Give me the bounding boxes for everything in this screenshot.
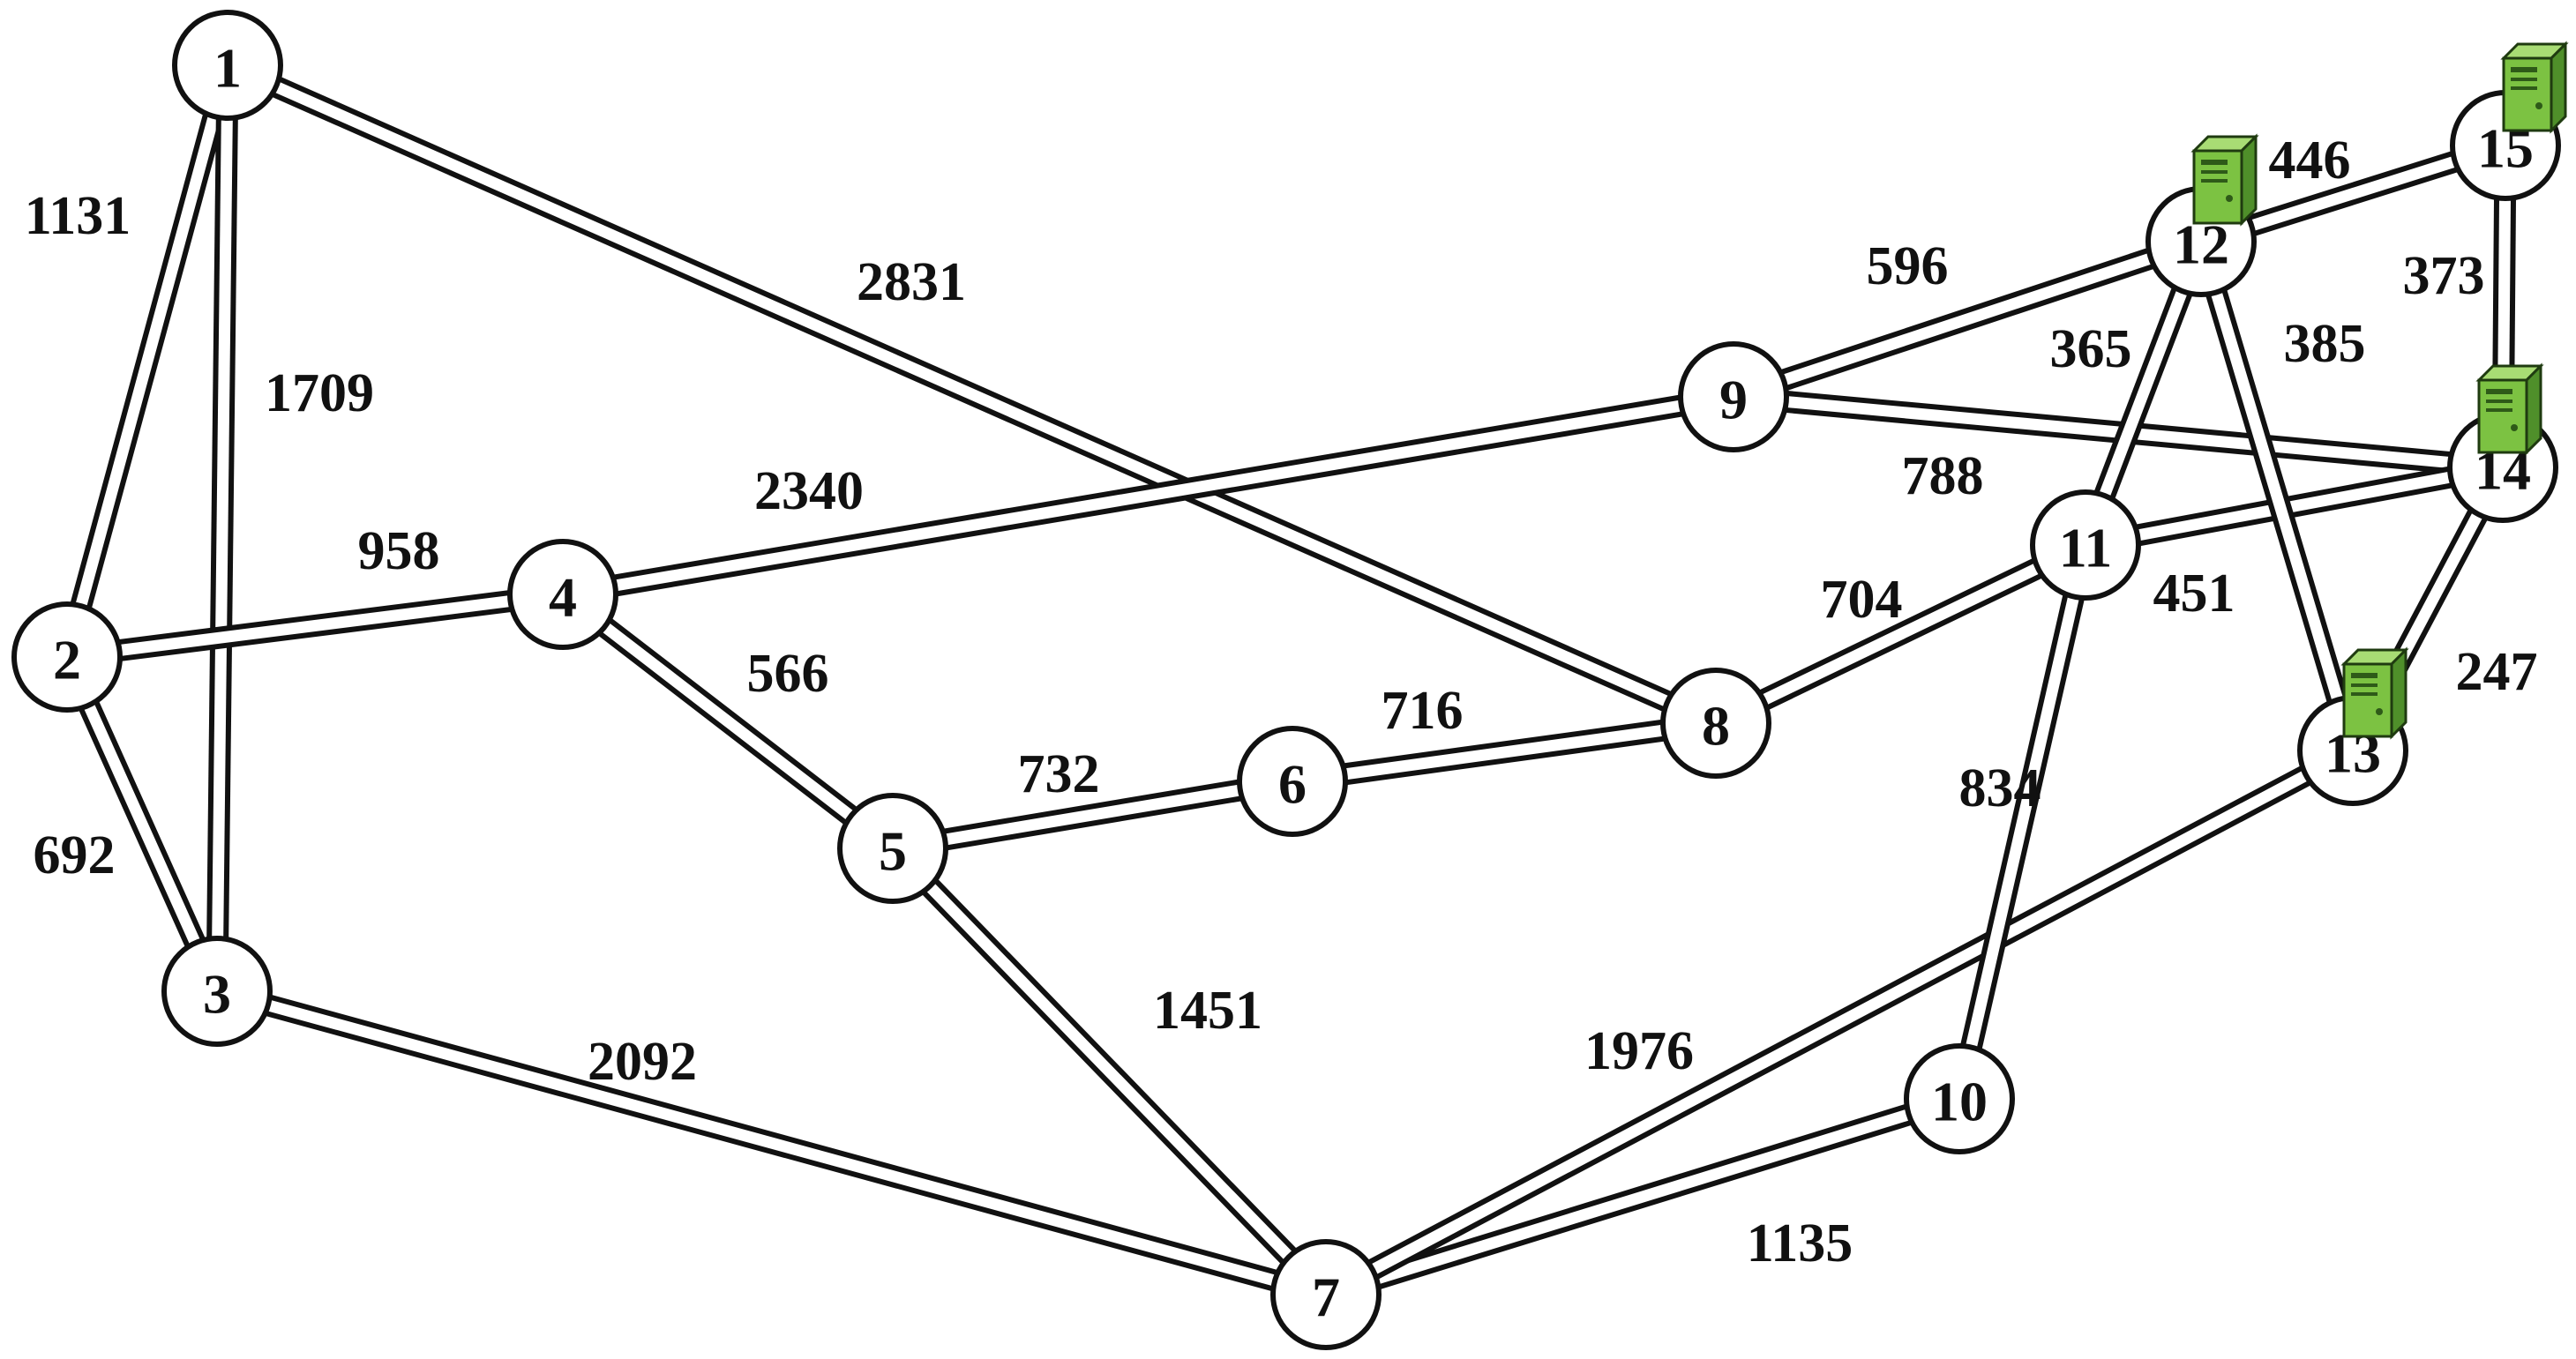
node-label: 11 bbox=[2059, 517, 2112, 579]
link-label-7-13: 1976 bbox=[1584, 1021, 1694, 1081]
node-1: 1 bbox=[172, 10, 283, 121]
node-circle bbox=[161, 936, 273, 1047]
node-circle bbox=[1660, 668, 1771, 779]
link-9-12 bbox=[1730, 231, 2205, 407]
link-12-13 bbox=[2190, 238, 2363, 754]
node-circle bbox=[11, 601, 123, 713]
link-label-9-14: 788 bbox=[1902, 446, 1984, 506]
server-icon bbox=[2475, 362, 2544, 456]
link-7-10 bbox=[1322, 1088, 1963, 1305]
node-8: 8 bbox=[1660, 668, 1771, 779]
link-label-12-13: 385 bbox=[2284, 314, 2366, 374]
node-2: 2 bbox=[11, 601, 123, 713]
link-label-6-8: 716 bbox=[1382, 681, 1464, 741]
link-5-7 bbox=[885, 840, 1334, 1303]
link-8-11 bbox=[1711, 534, 2091, 734]
link-1-2 bbox=[56, 62, 239, 661]
link-label-5-7: 1451 bbox=[1153, 981, 1262, 1041]
link-label-1-2: 1131 bbox=[25, 186, 131, 246]
node-label: 4 bbox=[549, 566, 577, 629]
node-circle bbox=[2030, 489, 2141, 601]
server-icon bbox=[2190, 133, 2259, 227]
node-label: 2 bbox=[53, 629, 81, 691]
link-label-2-3: 692 bbox=[34, 825, 116, 885]
link-label-7-10: 1135 bbox=[1747, 1213, 1853, 1273]
link-label-4-9: 2340 bbox=[754, 461, 864, 521]
link-label-10-11: 834 bbox=[1959, 758, 2041, 818]
node-9: 9 bbox=[1678, 341, 1789, 452]
link-label-11-14: 451 bbox=[2153, 564, 2235, 623]
node-4: 4 bbox=[507, 539, 618, 650]
link-label-12-15: 446 bbox=[2269, 131, 2351, 190]
node-label: 1 bbox=[213, 37, 242, 100]
links-layer bbox=[56, 55, 2517, 1306]
link-label-5-6: 732 bbox=[1018, 744, 1100, 804]
link-1-3 bbox=[206, 64, 239, 992]
server-icon bbox=[2500, 41, 2569, 134]
node-label: 6 bbox=[1278, 753, 1307, 816]
link-label-1-3: 1709 bbox=[265, 363, 374, 423]
link-label-9-12: 596 bbox=[1867, 236, 1949, 296]
node-11: 11 bbox=[2030, 489, 2141, 601]
link-distance-labels: 1131170928316929582092566234073214517167… bbox=[25, 131, 2538, 1273]
link-label-2-4: 958 bbox=[358, 521, 440, 581]
node-3: 3 bbox=[161, 936, 273, 1047]
node-circle bbox=[1904, 1043, 2015, 1154]
node-label: 8 bbox=[1702, 695, 1730, 758]
link-6-8 bbox=[1291, 712, 1718, 793]
node-6: 6 bbox=[1237, 726, 1348, 837]
link-4-5 bbox=[556, 586, 900, 857]
link-label-13-14: 247 bbox=[2456, 642, 2538, 702]
node-circle bbox=[837, 793, 948, 904]
node-label: 9 bbox=[1719, 369, 1748, 431]
server-icon bbox=[2340, 646, 2409, 740]
link-7-13 bbox=[1321, 740, 2358, 1305]
link-label-1-8: 2831 bbox=[857, 252, 966, 312]
link-3-7 bbox=[213, 980, 1329, 1306]
node-label: 10 bbox=[1931, 1071, 1988, 1133]
link-11-14 bbox=[2083, 456, 2505, 556]
link-4-9 bbox=[560, 385, 1736, 606]
node-label: 5 bbox=[879, 820, 907, 883]
link-label-3-7: 2092 bbox=[588, 1032, 697, 1092]
link-label-8-11: 704 bbox=[1821, 570, 1903, 630]
node-circle bbox=[507, 539, 618, 650]
link-2-3 bbox=[56, 652, 228, 997]
node-circle bbox=[1678, 341, 1789, 452]
link-10-11 bbox=[1948, 542, 2097, 1101]
node-circle bbox=[1270, 1239, 1382, 1350]
node-circle bbox=[1237, 726, 1348, 837]
link-2-4 bbox=[65, 583, 565, 668]
server-icons-layer bbox=[2190, 41, 2569, 740]
node-7: 7 bbox=[1270, 1239, 1382, 1350]
link-5-6 bbox=[890, 770, 1295, 860]
node-circle bbox=[172, 10, 283, 121]
link-label-11-12: 365 bbox=[2050, 319, 2132, 379]
node-10: 10 bbox=[1904, 1043, 2015, 1154]
node-5: 5 bbox=[837, 793, 948, 904]
node-label: 3 bbox=[203, 963, 231, 1026]
link-label-14-15: 373 bbox=[2403, 246, 2485, 306]
link-1-8 bbox=[222, 55, 1721, 734]
node-label: 7 bbox=[1312, 1266, 1340, 1329]
link-label-4-5: 566 bbox=[747, 644, 829, 704]
